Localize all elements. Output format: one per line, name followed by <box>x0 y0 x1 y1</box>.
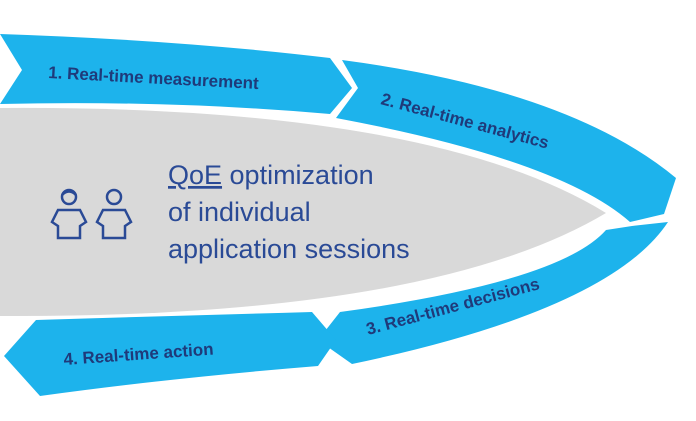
center-title-line1: QoE optimization <box>168 160 374 190</box>
step-3-band <box>318 222 668 364</box>
user-male-icon <box>95 188 133 240</box>
center-title-line2: of individual <box>168 197 311 227</box>
center-title-line3: application sessions <box>168 234 410 264</box>
step-4-band <box>4 312 336 396</box>
step-1-band <box>0 34 352 114</box>
qoe-word: QoE <box>168 160 222 190</box>
step-2-band <box>336 60 676 222</box>
center-shape <box>0 107 606 317</box>
user-female-icon <box>50 188 88 240</box>
